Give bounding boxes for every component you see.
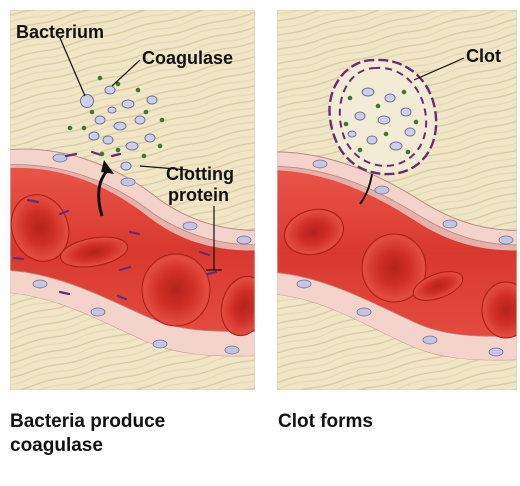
right-endothelial-nuclei: [296, 159, 514, 357]
clot: [328, 58, 438, 176]
left-red-blood-cells: [10, 194, 255, 337]
label-clot: Clot: [466, 46, 501, 66]
label-coagulase: Coagulase: [142, 48, 233, 68]
clot-coagulase: [343, 89, 419, 155]
right-endothelium-upper: [277, 151, 517, 246]
left-endothelial-nuclei: [32, 153, 252, 355]
caption-right: Clot forms: [278, 410, 498, 434]
clot-bacteria: [347, 87, 416, 151]
clot-strand: [359, 173, 373, 205]
bacterium: [80, 94, 94, 108]
label-clotting-protein-line2: protein: [168, 185, 229, 205]
left-clotting-protein-strands: [12, 150, 218, 301]
right-panel: Clot: [277, 10, 517, 390]
label-bacterium: Bacterium: [16, 22, 104, 42]
left-coagulase-molecules: [67, 75, 165, 159]
left-leader-lines: [59, 37, 222, 271]
caption-left-line2: coagulase: [10, 435, 103, 456]
left-bacteria-cluster: [80, 85, 158, 171]
label-clotting-protein-line1: Clotting: [166, 164, 234, 184]
left-panel: Bacterium Coagulase Clotting protein: [10, 10, 255, 390]
clot-leader-line: [413, 57, 465, 81]
left-endothelium-upper: [10, 148, 255, 246]
caption-left-line1: Bacteria produce: [10, 411, 166, 432]
caption-right-text: Clot forms: [278, 411, 373, 432]
caption-left: Bacteria produce coagulase: [10, 410, 250, 458]
right-red-blood-cells: [283, 208, 517, 339]
